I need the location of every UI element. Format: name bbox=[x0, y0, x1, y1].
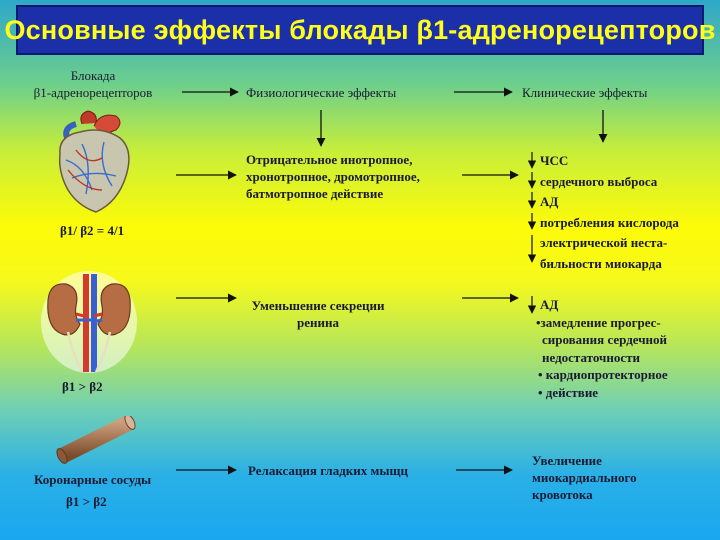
ratio-row1: β1/ β2 = 4/1 bbox=[60, 223, 125, 238]
clinical-row1-line2: сердечного выброса bbox=[540, 173, 658, 189]
clinical-row2-line5: • кардиопротекторное bbox=[538, 367, 668, 382]
title-bar: Основные эффекты блокады β1-адренорецепт… bbox=[4, 5, 715, 55]
physio-row1: Отрицательное инотропное, хронотропное, … bbox=[246, 151, 420, 202]
column-header-physio: Физиологические эффекты bbox=[246, 85, 397, 100]
clinical-row2-line6: • действие bbox=[538, 384, 599, 400]
physio-row2: Уменьшение секреции ренина bbox=[238, 297, 398, 331]
column-header-blockade: Блокада β1-адренорецепторов bbox=[18, 67, 168, 101]
physio-row2-line1: Уменьшение секреции bbox=[251, 298, 385, 313]
coronary-label: Коронарные сосуды bbox=[34, 472, 152, 487]
clinical-row1-line6: бильности миокарда bbox=[540, 255, 662, 271]
clinical-row2-line4: недостаточности bbox=[542, 349, 640, 365]
clinical-row1-line5: электрической неста- bbox=[540, 235, 668, 250]
physio-row1-line1: Отрицательное инотропное, bbox=[246, 152, 413, 167]
physio-row3-line1: Релаксация гладких мыщц bbox=[248, 463, 409, 478]
physio-row2-line2: ренина bbox=[297, 315, 339, 330]
clinical-row1-line4: потребления кислорода bbox=[540, 214, 679, 230]
clinical-row3-line1: Увеличение bbox=[532, 453, 602, 468]
heart-icon bbox=[46, 110, 136, 222]
clinical-row2: АД •замедление прогрес- сирования сердеч… bbox=[528, 296, 668, 401]
clinical-row3-line3: кровотока bbox=[532, 487, 593, 502]
page-title: Основные эффекты блокады β1-адренорецепт… bbox=[4, 14, 716, 45]
column-header-blockade-line1: Блокада bbox=[70, 68, 116, 83]
clinical-row1: ЧСС сердечного выброса АД потребления ки… bbox=[540, 151, 679, 274]
clinical-row2-line1: АД bbox=[540, 297, 559, 312]
kidneys-icon bbox=[40, 270, 138, 374]
ratio-row3: β1 > β2 bbox=[66, 494, 107, 509]
clinical-row2-line2: •замедление прогрес- bbox=[536, 314, 661, 330]
column-header-blockade-line2: β1-адренорецепторов bbox=[33, 85, 153, 100]
ratio-row2: β1 > β2 bbox=[62, 379, 103, 394]
physio-row1-line3: батмотропное действие bbox=[246, 186, 384, 201]
physio-row1-line2: хронотропное, дромотропное, bbox=[246, 169, 420, 184]
column-header-clinical: Клинические эффекты bbox=[522, 85, 648, 100]
physio-row3: Релаксация гладких мыщц bbox=[248, 462, 408, 479]
coronary-vessel-icon bbox=[50, 414, 142, 464]
clinical-row1-line1: ЧСС bbox=[540, 153, 569, 168]
clinical-row3: Увеличение миокардиального кровотока bbox=[532, 452, 637, 503]
clinical-row1-line3: АД bbox=[540, 194, 559, 209]
clinical-row3-line2: миокардиального bbox=[532, 470, 637, 485]
clinical-row2-line3: сирования сердечной bbox=[542, 332, 668, 347]
